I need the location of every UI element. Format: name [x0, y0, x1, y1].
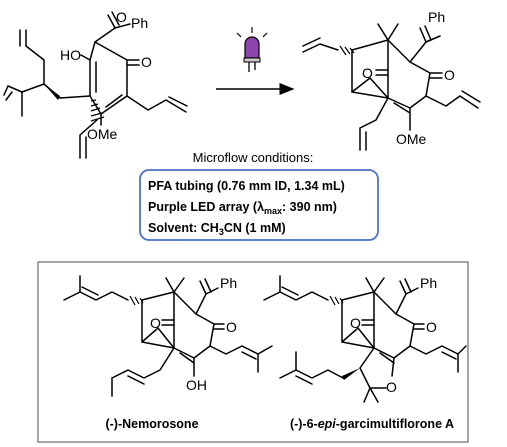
condition-tubing: PFA tubing (0.76 mm ID, 1.34 mL) [148, 179, 345, 193]
reactant-ome-label: OMe [87, 126, 118, 142]
nemorosone-name: (-)-Nemorosone [105, 417, 198, 431]
reactant-structure [3, 11, 188, 159]
natural-products-frame [37, 261, 469, 443]
reactant-ph-label: Ph [131, 15, 148, 31]
nemorosone-ph-label: Ph [220, 275, 237, 291]
garcimultiflorone-name: (-)-6-epi-garcimultiflorone A [290, 417, 454, 431]
garcimultiflorone-ph-label: Ph [420, 275, 437, 291]
conditions-box [139, 169, 379, 241]
product-structure [302, 23, 481, 151]
garcimultiflorone-o-right-label: O [426, 319, 437, 335]
nemorosone-o-right-label: O [226, 319, 237, 335]
garcimultiflorone-o-ring-label: O [386, 379, 397, 395]
nemorosone-structure [63, 275, 273, 397]
product-ome-label: OMe [396, 131, 427, 147]
product-o-left-label: O [362, 65, 373, 81]
reactant-o-right-label: O [141, 54, 152, 70]
conditions-title: Microflow conditions: [193, 150, 314, 165]
product-o-right-label: O [444, 67, 455, 83]
reactant-ho-label: HO [60, 47, 81, 63]
product-ph-label: Ph [428, 9, 445, 25]
nemorosone-o-left-label: O [150, 315, 161, 331]
condition-led: Purple LED array (λmax: 390 nm) [148, 200, 337, 216]
condition-solvent: Solvent: CH3CN (1 mM) [148, 221, 286, 237]
garcimultiflorone-o-left-label: O [350, 315, 361, 331]
reactant-o-top-label: O [116, 9, 127, 25]
garcimultiflorone-structure [263, 275, 467, 403]
nemorosone-oh-label: OH [186, 377, 207, 393]
led-lamp-icon [236, 27, 268, 72]
